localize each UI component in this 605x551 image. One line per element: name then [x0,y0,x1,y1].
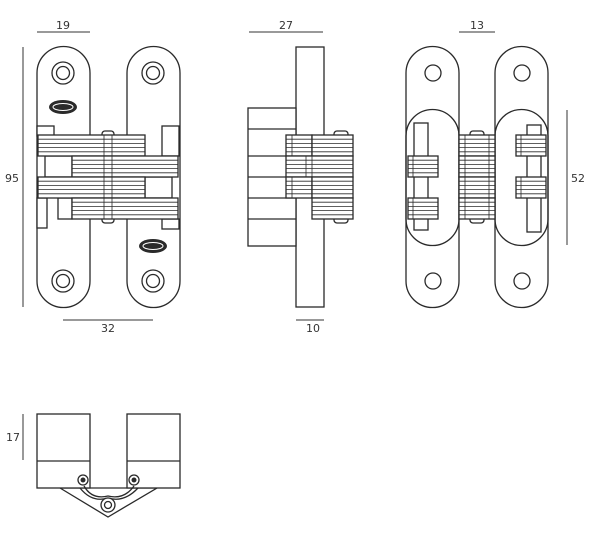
knuckle-band [407,155,439,178]
knuckle-band [285,155,354,178]
knuckle-band [71,155,179,178]
knuckle-band [311,197,354,220]
dim-label-plate-thickness: 10 [306,322,320,335]
knuckle-band [458,155,496,178]
dim-label-side-depth: 27 [279,19,293,32]
brand-logo [49,100,167,253]
knuckle-band [311,176,354,199]
dimension-lines [22,31,568,460]
side-view [247,46,354,308]
knuckle-band [71,197,179,220]
rear-knuckle-bands [407,134,547,220]
knuckle-band [458,176,496,199]
front-view [36,45,181,309]
dim-label-total-height: 95 [5,172,19,185]
knuckle-band [515,134,547,157]
front-knuckle-bands [37,134,179,220]
dim-label-bottom-height: 17 [6,431,20,444]
knuckle-band [37,134,146,157]
knuckle-band [37,176,146,199]
knuckle-band [515,176,547,199]
mounting-holes [51,61,165,293]
bottom-view [36,413,181,518]
knuckle-band [458,197,496,220]
knuckle-band [458,134,496,157]
knuckle-band [407,197,439,220]
knuckle-band [285,134,313,157]
dim-label-rear-width: 13 [470,19,484,32]
knuckle-band [311,134,354,157]
dim-label-front-width: 19 [56,19,70,32]
rear-view [405,45,549,309]
knuckle-band [285,176,313,199]
dim-label-body-height: 52 [571,172,585,185]
side-knuckle-bands [285,134,354,220]
dim-label-hole-spacing: 32 [101,322,115,335]
